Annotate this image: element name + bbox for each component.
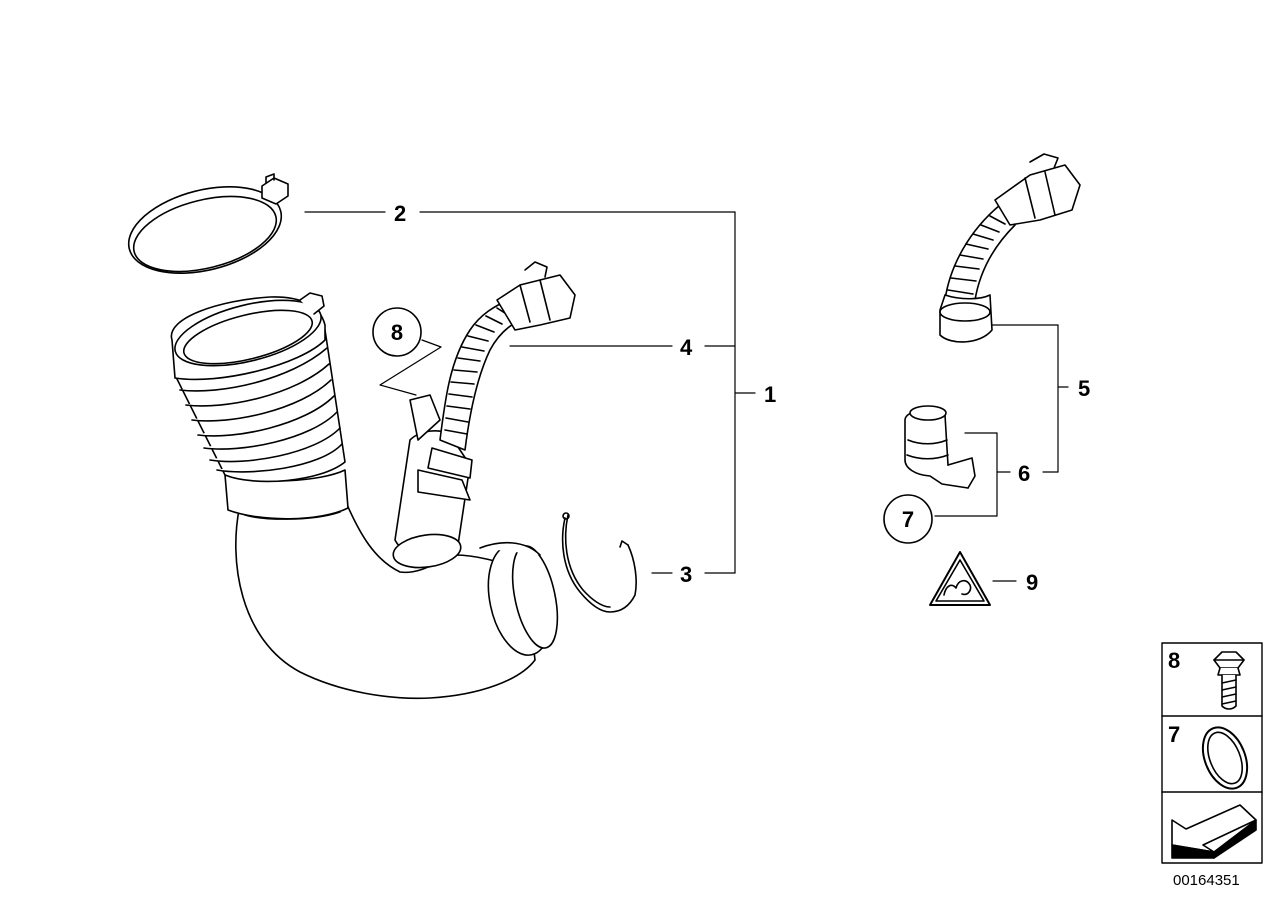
elbow-connector-icon [904,405,976,489]
callout-labels: 2 4 1 3 5 6 9 [394,201,1090,595]
legend-panel: 8 7 [1161,642,1263,864]
warning-triangle-icon [929,551,991,606]
direction-arrow-icon [1171,804,1257,859]
vent-hose-icon [427,261,576,479]
callout-3[interactable]: 3 [680,562,692,587]
callout-2[interactable]: 2 [394,201,406,226]
callout-7-circle[interactable]: 7 [883,494,933,544]
legend-item-7-label: 7 [1168,722,1180,747]
o-ring-icon [1201,726,1249,790]
callout-9[interactable]: 9 [1026,570,1038,595]
svg-text:8: 8 [391,320,403,345]
callout-1[interactable]: 1 [764,382,776,407]
vent-hose-right-icon [939,153,1081,343]
bolt-icon [1213,651,1245,710]
callout-5[interactable]: 5 [1078,376,1090,401]
callout-8-circle[interactable]: 8 [372,307,422,357]
legend-item-8-label: 8 [1168,648,1180,673]
svg-text:7: 7 [902,507,914,532]
leader-lines [304,211,1069,582]
diagram-id: 00164351 [1173,872,1240,889]
callout-6[interactable]: 6 [1018,461,1030,486]
callout-4[interactable]: 4 [680,335,693,360]
hose-clamp-icon [127,173,289,274]
wire-clip-icon [561,512,637,613]
air-intake-duct-icon [170,292,559,700]
